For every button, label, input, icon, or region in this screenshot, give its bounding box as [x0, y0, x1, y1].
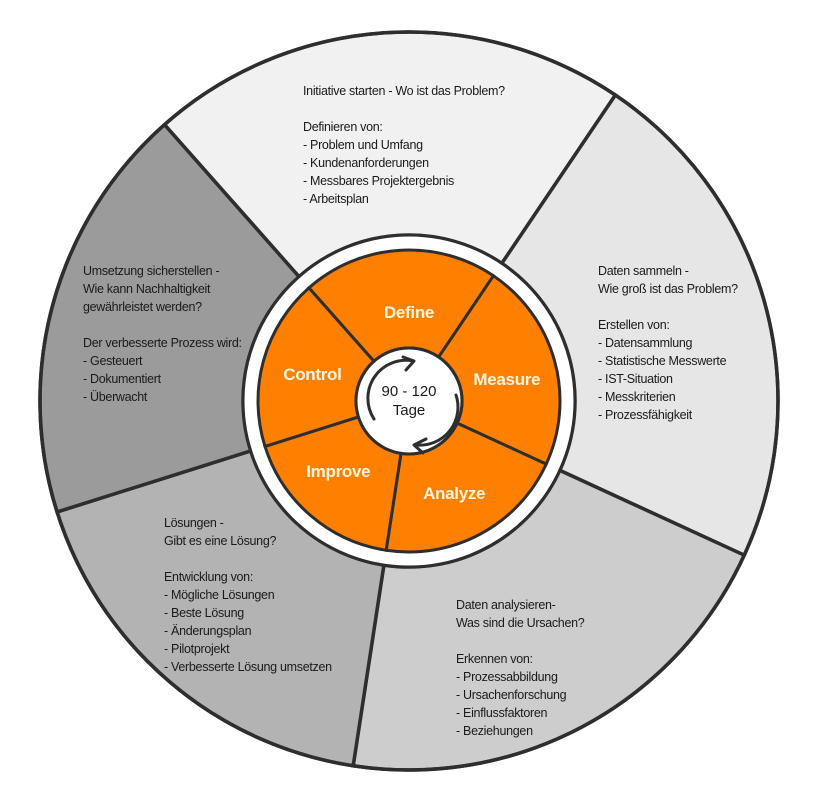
phase-description-line: - Datensammlung [598, 336, 693, 350]
phase-heading: Initiative starten - Wo ist das Problem? [303, 84, 505, 98]
cycle-duration-value: 90 - 120 [381, 383, 437, 400]
phase-description-line: Erstellen von: [598, 318, 670, 332]
phase-description-line: Der verbesserte Prozess wird: [83, 336, 242, 350]
phase-description-line: - Verbesserte Lösung umsetzen [164, 660, 332, 674]
phase-description-line: Definieren von: [303, 120, 383, 134]
phase-label-measure: Measure [473, 370, 541, 390]
phase-description-line [598, 298, 738, 316]
phase-description-control: Umsetzung sicherstellen - Wie kann Nachha… [83, 262, 242, 406]
phase-description-line: - Prozessabbildung [456, 670, 558, 684]
phase-description-line: - Problem und Umfang [303, 138, 423, 152]
phase-description-line: - Änderungsplan [164, 624, 252, 638]
phase-description-line: - Mögliche Lösungen [164, 588, 275, 602]
phase-description-line: - Beziehungen [456, 724, 533, 738]
phase-description-line: - Statistische Messwerte [598, 354, 727, 368]
phase-description-line: - Gesteuert [83, 354, 143, 368]
phase-label-analyze: Analyze [423, 483, 486, 503]
cycle-arrows-icon [366, 355, 460, 455]
phase-description-line: - Ursachenforschung [456, 688, 567, 702]
phase-description-line: - Pilotprojekt [164, 642, 230, 656]
phase-label-improve: Improve [306, 461, 371, 481]
phase-label-control: Control [283, 365, 342, 385]
phase-description-measure: Daten sammeln - Wie groß ist das Problem?… [598, 262, 738, 424]
phase-description-define: Initiative starten - Wo ist das Problem?… [303, 82, 505, 208]
phase-description-line [303, 100, 505, 118]
cycle-duration-unit: Tage [392, 402, 426, 419]
cycle-duration: 90 - 120 Tage [381, 382, 436, 420]
phase-description-line: Entwicklung von: [164, 570, 253, 584]
phase-description-line: Gibt es eine Lösung? [164, 534, 277, 548]
phase-description-line: - Messbares Projektergebnis [303, 174, 454, 188]
phase-description-line [456, 632, 584, 650]
phase-description-line: - Beste Lösung [164, 606, 244, 620]
wheel-outer-border [38, 30, 780, 772]
phase-label-define: Define [383, 303, 435, 322]
phase-heading: Lösungen - [164, 516, 224, 530]
phase-heading: Daten sammeln - [598, 264, 689, 278]
phase-description-line: - IST-Situation [598, 372, 673, 386]
phase-heading: Daten analysieren- [456, 598, 556, 612]
phase-description-line [164, 550, 332, 568]
phase-description-line: Wie kann Nachhaltigkeit [83, 282, 211, 296]
phase-heading: Umsetzung sicherstellen - [83, 264, 220, 278]
phase-description-line: Erkennen von: [456, 652, 533, 666]
phase-description-line: - Einflussfaktoren [456, 706, 548, 720]
phase-description-line: - Überwacht [83, 390, 148, 404]
phase-description-line: - Kundenanforderungen [303, 156, 429, 170]
phase-description-line [83, 316, 242, 334]
phase-description-line: Was sind die Ursachen? [456, 616, 585, 630]
phase-description-line: Wie groß ist das Problem? [598, 282, 738, 296]
phase-description-analyze: Daten analysieren- Was sind die Ursachen?… [456, 596, 585, 740]
phase-description-line: - Messkriterien [598, 390, 676, 404]
center-circle [354, 346, 464, 456]
phase-description-line: - Arbeitsplan [303, 192, 369, 206]
phase-description-improve: Lösungen - Gibt es eine Lösung? Entwicklun… [164, 514, 332, 676]
phase-description-line: gewährleistet werden? [83, 300, 202, 314]
phase-description-line: - Dokumentiert [83, 372, 161, 386]
phase-description-line: - Prozessfähigkeit [598, 408, 692, 422]
